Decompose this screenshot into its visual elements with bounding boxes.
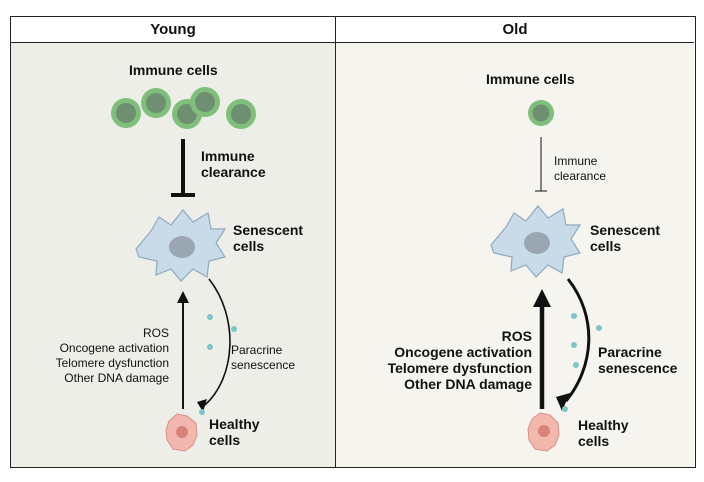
diagram-frame: Young xyxy=(10,16,696,468)
old-immune-cell xyxy=(528,100,554,126)
young-stressor-telomere: Telomere dysfunction xyxy=(55,356,169,370)
young-paracrine-line-2: senescence xyxy=(231,358,296,372)
young-clearance-line-2: clearance xyxy=(201,164,266,180)
old-senescent-cell xyxy=(490,205,582,278)
young-stressor-ros: ROS xyxy=(142,326,169,340)
young-stressor-list: ROS Oncogene activation Telomere dysfunc… xyxy=(21,326,169,386)
paracrine-dot xyxy=(199,409,205,415)
young-stress-arrow xyxy=(177,291,189,409)
young-paracrine-arrow xyxy=(197,278,231,412)
paracrine-dot xyxy=(231,326,237,332)
paracrine-dot xyxy=(562,406,568,412)
old-healthy-line-1: Healthy xyxy=(578,417,629,433)
old-stressor-oncogene: Oncogene activation xyxy=(394,344,532,360)
young-immune-cells xyxy=(111,87,256,129)
old-artwork xyxy=(490,100,602,452)
old-paracrine-dots xyxy=(562,313,602,412)
immune-cell xyxy=(190,87,220,117)
young-artwork xyxy=(111,87,256,452)
young-senescent-line-1: Senescent xyxy=(233,222,304,238)
young-healthy-line-1: Healthy xyxy=(209,416,260,432)
old-clearance-line-2: clearance xyxy=(554,169,607,183)
paracrine-dot xyxy=(573,362,579,368)
paracrine-dot xyxy=(571,342,577,348)
young-senescent-cell xyxy=(135,209,227,282)
young-panel: Young xyxy=(11,17,336,467)
old-stressor-ros: ROS xyxy=(501,328,532,344)
old-paracrine-line-1: Paracrine xyxy=(598,344,662,360)
old-stressor-telomere: Telomere dysfunction xyxy=(387,360,532,376)
paracrine-dot xyxy=(207,344,213,350)
old-paracrine-line-2: senescence xyxy=(598,360,678,376)
old-panel-title: Old xyxy=(336,17,694,43)
old-stressor-list: ROS Oncogene activation Telomere dysfunc… xyxy=(342,328,532,392)
paracrine-dot xyxy=(596,325,602,331)
young-paracrine-dots xyxy=(199,314,237,415)
old-stressor-dna-damage: Other DNA damage xyxy=(404,376,532,392)
young-healthy-label: Healthy cells xyxy=(209,416,260,448)
old-paracrine-label: Paracrine senescence xyxy=(598,344,677,376)
young-clearance-line-1: Immune xyxy=(201,148,255,164)
old-senescent-line-1: Senescent xyxy=(590,222,661,238)
paracrine-dot xyxy=(571,313,577,319)
young-paracrine-line-1: Paracrine xyxy=(231,343,283,357)
young-senescent-line-2: cells xyxy=(233,238,265,254)
old-healthy-cell xyxy=(527,412,560,452)
young-stressor-oncogene: Oncogene activation xyxy=(59,341,169,355)
old-healthy-line-2: cells xyxy=(578,433,610,449)
old-senescent-label: Senescent cells xyxy=(590,222,660,254)
old-panel: Old xyxy=(336,17,694,467)
old-paracrine-arrow xyxy=(556,278,591,411)
immune-cell xyxy=(111,98,141,128)
old-healthy-label: Healthy cells xyxy=(578,417,629,449)
old-clearance-line-1: Immune xyxy=(554,154,598,168)
young-clearance-inhibition-arrow xyxy=(171,139,195,197)
young-healthy-cell xyxy=(165,413,198,452)
young-healthy-line-2: cells xyxy=(209,432,241,448)
paracrine-dot xyxy=(207,314,213,320)
young-senescent-label: Senescent cells xyxy=(233,222,303,254)
young-immune-cells-label: Immune cells xyxy=(129,62,218,78)
young-clearance-label: Immune clearance xyxy=(201,148,266,180)
old-immune-cells-label: Immune cells xyxy=(486,71,575,87)
young-stressor-dna-damage: Other DNA damage xyxy=(64,371,169,385)
old-senescent-line-2: cells xyxy=(590,238,622,254)
old-stress-arrow xyxy=(533,289,551,409)
immune-cell xyxy=(141,88,171,118)
old-clearance-label: Immune clearance xyxy=(554,154,606,184)
young-paracrine-label: Paracrine senescence xyxy=(231,343,295,373)
young-panel-title: Young xyxy=(11,17,335,43)
old-clearance-inhibition-arrow xyxy=(535,137,547,192)
immune-cell xyxy=(226,99,256,129)
